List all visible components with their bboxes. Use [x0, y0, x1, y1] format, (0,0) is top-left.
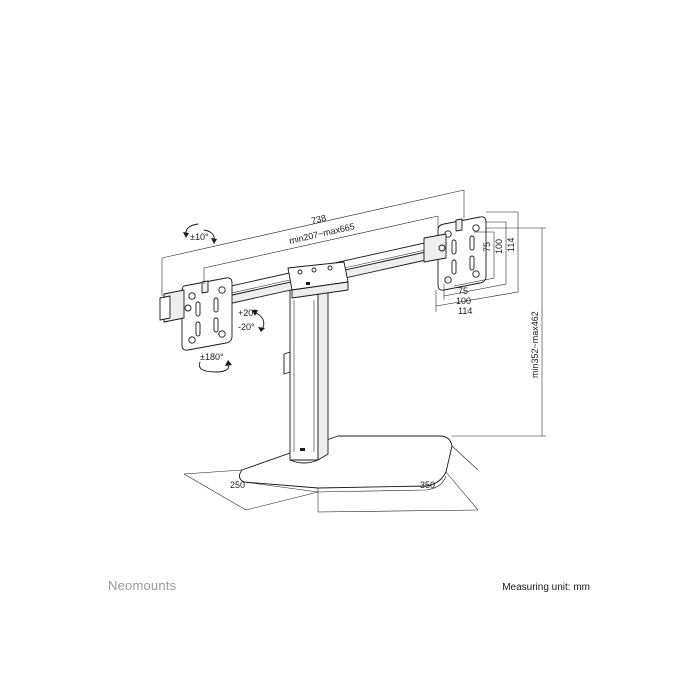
- label-rotate: ±180°: [200, 352, 224, 362]
- brand-name: Neomounts: [108, 578, 177, 593]
- swivel-arrow-icon: [252, 310, 265, 332]
- label-swivel-up: +20°: [238, 308, 257, 318]
- label-vesa-100-horizontal: 100: [456, 296, 471, 306]
- label-base-depth: 250: [230, 480, 245, 490]
- rotate-arrow-icon: [198, 360, 232, 373]
- stand-column: [283, 283, 329, 464]
- right-vesa-plate: [423, 216, 487, 291]
- label-vesa-100-vertical: 100: [494, 239, 504, 254]
- arm-hub: [287, 261, 349, 299]
- dimension-arm-range: [203, 215, 439, 284]
- label-tilt: ±10°: [190, 232, 209, 242]
- label-vesa-114-vertical: 114: [506, 238, 516, 252]
- dimension-vesa: [435, 211, 519, 312]
- label-arm-range: min207~max665: [288, 221, 355, 246]
- dimension-total-width: [161, 189, 465, 296]
- label-height-range: min352~max462: [530, 311, 540, 378]
- base-plate: [239, 435, 453, 493]
- label-vesa-114-horizontal: 114: [458, 306, 472, 316]
- measuring-unit: Measuring unit: mm: [502, 582, 590, 593]
- tilt-arrow-icon: [183, 223, 217, 244]
- label-vesa-75-horizontal: 75: [458, 286, 468, 296]
- dimension-height: [452, 227, 546, 437]
- label-base-width: 350: [420, 480, 435, 490]
- left-vesa-plate: [159, 277, 233, 351]
- label-swivel-down: -20°: [238, 322, 255, 332]
- label-total-width: 738: [310, 213, 327, 226]
- dimension-base: [183, 445, 479, 513]
- label-vesa-75-vertical: 75: [482, 242, 492, 252]
